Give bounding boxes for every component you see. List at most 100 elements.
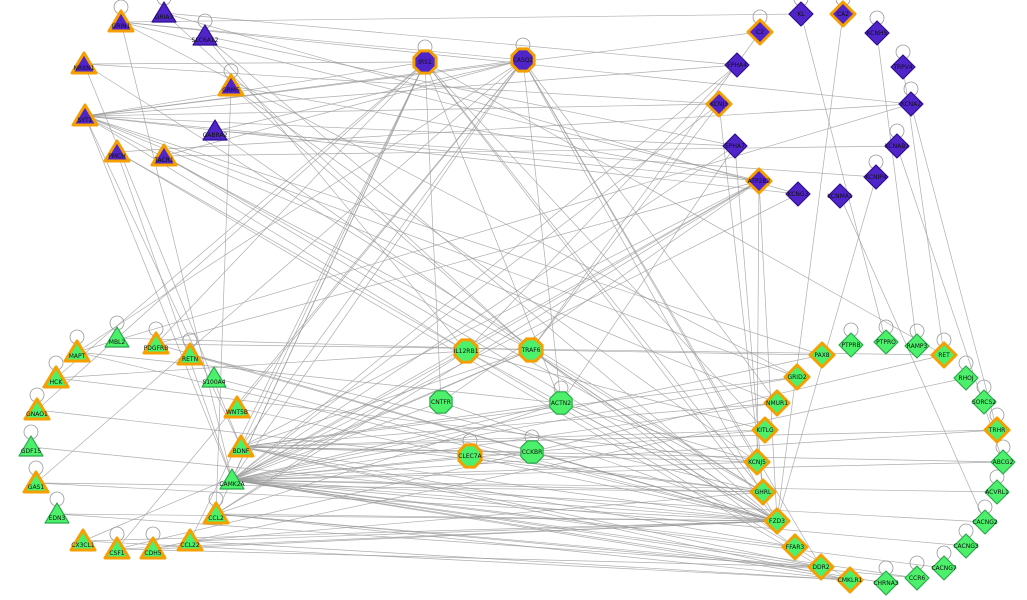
node-shape-diamond[interactable] [724,52,750,78]
node-shape-diamond[interactable] [953,533,979,559]
node-CCR6[interactable]: CCR6 [904,565,930,591]
node-shape-triangle[interactable] [151,1,177,23]
node-shape-triangle[interactable] [223,395,251,419]
node-FFAR3[interactable]: FFAR3 [781,533,809,561]
node-shape-diamond[interactable] [983,416,1011,444]
node-KCNG3[interactable]: KCNG3 [785,181,811,207]
node-NMUR1[interactable]: NMUR1 [763,389,791,417]
node-shape-diamond[interactable] [807,553,835,581]
node-shape-triangle[interactable] [22,470,50,494]
node-TRHR[interactable]: TRHR [983,416,1011,444]
node-shape-diamond[interactable] [931,555,957,581]
node-shape-octagon[interactable] [453,338,479,364]
node-shape-triangle[interactable] [63,339,91,363]
node-WNT5B[interactable]: WNT5B [223,395,251,419]
node-KCNH5[interactable]: KCNH5 [864,20,890,46]
node-shape-diamond[interactable] [743,448,771,476]
node-shape-diamond[interactable] [863,164,889,190]
node-CMKLR1[interactable]: CMKLR1 [836,566,864,594]
node-KCNJ3[interactable]: KCNJ3 [705,90,733,118]
node-shape-triangle[interactable] [23,397,51,421]
node-shape-diamond[interactable] [904,333,930,359]
node-shape-octagon[interactable] [457,443,483,469]
node-shape-triangle[interactable] [42,365,70,389]
node-NRXN1[interactable]: NRXN1 [70,51,98,75]
node-shape-diamond[interactable] [808,341,836,369]
node-GHRL[interactable]: GHRL [749,478,777,506]
node-shape-diamond[interactable] [781,533,809,561]
node-shape-octagon[interactable] [520,440,544,464]
node-shape-triangle[interactable] [227,434,255,458]
node-shape-triangle[interactable] [104,326,130,348]
node-PAX8[interactable]: PAX8 [808,341,836,369]
node-CX3CL1[interactable]: CX3CL1 [69,528,97,552]
node-shape-diamond[interactable] [763,389,791,417]
node-shape-diamond[interactable] [873,329,899,355]
node-CA2[interactable]: CA2 [829,0,857,28]
node-RHOJ[interactable]: RHOJ [953,365,979,391]
node-shape-triangle[interactable] [69,528,97,552]
node-shape-triangle[interactable] [192,24,218,46]
node-shape-diamond[interactable] [953,365,979,391]
node-CNTFR[interactable]: CNTFR [429,390,453,414]
node-shape-triangle[interactable] [18,435,44,457]
node-shape-diamond[interactable] [838,332,864,358]
node-shape-triangle[interactable] [71,103,99,127]
node-IRS1[interactable]: IRS1 [412,49,438,75]
node-GRIA3[interactable]: GRIA3 [151,1,177,23]
node-ATP2B2[interactable]: ATP2B2 [745,167,773,195]
node-KCNA2[interactable]: KCNA2 [898,91,924,117]
node-shape-triangle[interactable] [202,119,228,141]
node-shape-diamond[interactable] [836,566,864,594]
node-shape-diamond[interactable] [722,133,748,159]
node-CCL2[interactable]: CCL2 [202,501,230,525]
node-shape-diamond[interactable] [763,507,791,535]
node-HCK[interactable]: HCK [42,365,70,389]
node-GRIN1[interactable]: GRIN1 [107,9,135,33]
node-KCNMA1[interactable]: KCNMA1 [827,183,853,209]
node-shape-diamond[interactable] [785,181,811,207]
node-CSF1[interactable]: CSF1 [103,536,131,560]
node-RET[interactable]: RET [930,341,958,369]
node-PMCH[interactable]: PMCH [103,139,131,163]
node-C2[interactable]: C2 [746,18,774,46]
node-shape-diamond[interactable] [788,1,814,27]
node-shape-octagon[interactable] [549,391,573,415]
node-TRPV4[interactable]: TRPV4 [890,54,916,80]
node-RETN[interactable]: RETN [176,342,204,366]
node-PTPRO[interactable]: PTPRO [873,329,899,355]
node-KL[interactable]: KL [788,1,814,27]
node-shape-diamond[interactable] [884,133,910,159]
node-shape-diamond[interactable] [898,91,924,117]
node-GDF15[interactable]: GDF15 [18,435,44,457]
node-ACTN2[interactable]: ACTN2 [549,391,573,415]
node-CACNG2[interactable]: CACNG2 [972,509,998,535]
node-shape-octagon[interactable] [510,47,536,73]
node-shape-diamond[interactable] [930,341,958,369]
node-shape-triangle[interactable] [103,139,131,163]
node-shape-diamond[interactable] [705,90,733,118]
node-shape-diamond[interactable] [873,570,899,596]
node-shape-triangle[interactable] [150,143,178,167]
node-shape-triangle[interactable] [202,501,230,525]
node-shape-diamond[interactable] [890,54,916,80]
node-shape-triangle[interactable] [103,536,131,560]
node-shape-diamond[interactable] [749,478,777,506]
node-ACVRL1[interactable]: ACVRL1 [984,479,1010,505]
node-SLC6A12[interactable]: SLC6A12 [192,24,219,46]
node-shape-diamond[interactable] [972,509,998,535]
node-CCKBR[interactable]: CCKBR [520,440,544,464]
node-shape-triangle[interactable] [219,468,245,490]
node-shape-octagon[interactable] [518,337,544,363]
node-shape-triangle[interactable] [201,366,227,388]
node-shape-diamond[interactable] [971,389,997,415]
node-shape-triangle[interactable] [176,342,204,366]
node-shape-triangle[interactable] [139,536,167,560]
node-shape-triangle[interactable] [70,51,98,75]
node-KCNIP4[interactable]: KCNIP4 [863,164,889,190]
node-shape-diamond[interactable] [864,20,890,46]
node-shape-triangle[interactable] [176,528,204,552]
node-CACNG7[interactable]: CACNG7 [931,555,957,581]
node-shape-triangle[interactable] [142,331,170,355]
